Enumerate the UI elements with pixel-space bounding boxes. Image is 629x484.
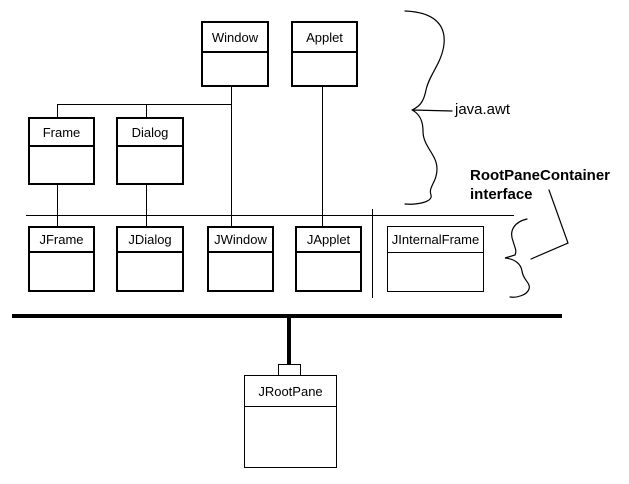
- containment-lines: [12, 314, 562, 364]
- package-label: java.awt: [455, 101, 511, 118]
- java-awt-brace: [404, 10, 453, 205]
- interface-leader-line: [530, 189, 569, 260]
- jrootpane-connector-nub: [278, 364, 301, 376]
- class-box-frame: Frame: [28, 117, 95, 185]
- class-label-jinternalframe: JInternalFrame: [388, 227, 483, 253]
- class-label-jrootpane: JRootPane: [245, 376, 336, 407]
- class-label-jwindow: JWindow: [209, 228, 272, 253]
- interface-brace: [504, 218, 530, 298]
- inheritance-connectors: [26, 87, 514, 298]
- interface-annotation: RootPaneContainer interface: [470, 166, 610, 204]
- interface-annotation-line1: RootPaneContainer: [470, 167, 611, 184]
- class-box-jinternalframe: JInternalFrame: [387, 226, 484, 292]
- class-label-jframe: JFrame: [30, 228, 93, 253]
- class-box-dialog: Dialog: [116, 117, 184, 185]
- class-box-jrootpane: JRootPane: [244, 375, 337, 468]
- class-box-jframe: JFrame: [28, 226, 95, 292]
- class-label-frame: Frame: [30, 119, 93, 147]
- class-label-jdialog: JDialog: [118, 228, 182, 253]
- class-label-applet: Applet: [293, 23, 356, 53]
- hand-drawn-marks: [404, 10, 569, 298]
- class-box-jdialog: JDialog: [116, 226, 184, 292]
- class-box-window: Window: [201, 21, 269, 87]
- class-label-dialog: Dialog: [118, 119, 182, 147]
- class-label-japplet: JApplet: [297, 228, 360, 253]
- class-box-applet: Applet: [291, 21, 358, 87]
- class-label-window: Window: [203, 23, 267, 53]
- interface-annotation-line2: interface: [470, 186, 533, 203]
- class-box-jwindow: JWindow: [207, 226, 274, 292]
- class-box-japplet: JApplet: [295, 226, 362, 292]
